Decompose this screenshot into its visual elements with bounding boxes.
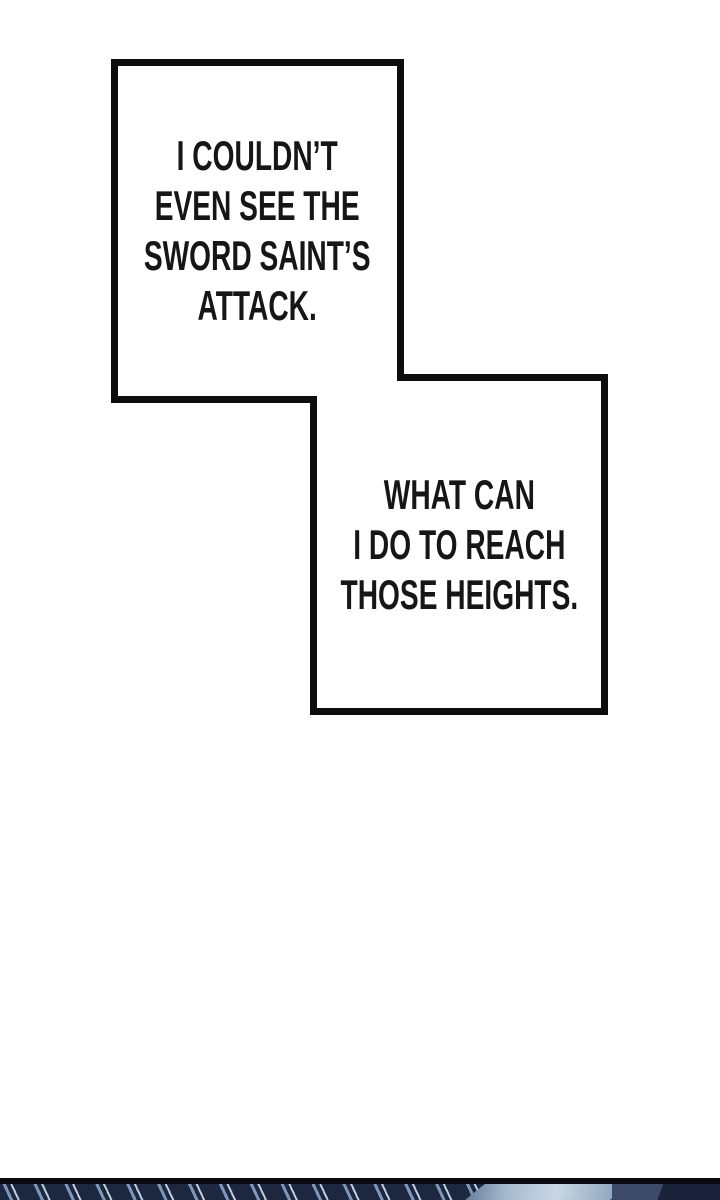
narration-box-2 <box>310 374 608 715</box>
panel-join-patch-top <box>317 374 397 381</box>
diagonal-streaks-texture <box>0 1184 480 1200</box>
blade-highlight-shape <box>465 1184 630 1200</box>
panel-divider <box>0 1178 720 1184</box>
dark-shade-shape <box>612 1184 720 1200</box>
next-panel-artwork <box>0 1184 720 1200</box>
panel-join-patch-left <box>310 374 317 396</box>
narration-box-1 <box>111 59 404 403</box>
